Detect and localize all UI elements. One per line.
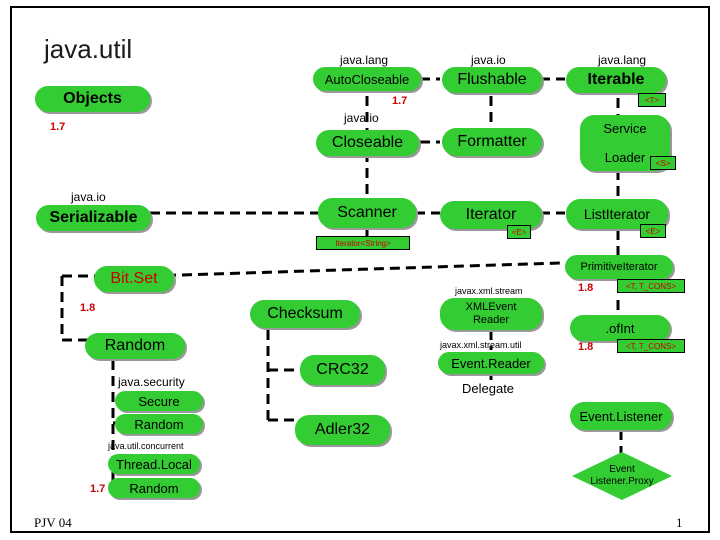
node-iterable: Iterable [566, 67, 666, 93]
generic-scanner-iterator: Iterator<String> [316, 236, 410, 250]
generic-listiterator: <E> [640, 224, 666, 238]
generic-iterator: <E> [507, 225, 531, 239]
node-eventreader: Event.Reader [438, 352, 544, 374]
node-random: Random [85, 333, 185, 359]
generic-primitiveiterator: <T, T_CONS> [617, 279, 685, 293]
page-number: 1 [676, 515, 683, 530]
node-closeable: Closeable [316, 130, 419, 156]
node-adler32: Adler32 [295, 415, 390, 445]
generic-iterable: <T> [638, 93, 666, 107]
node-delegate: Delegate [462, 381, 515, 396]
node-bitset: Bit.Set [94, 266, 174, 292]
version-ofint: 1.8 [578, 341, 594, 353]
package-label-java-io: java.io [71, 190, 106, 204]
node-checksum: Checksum [250, 300, 360, 328]
node-eventlistener: Event.Listener [570, 402, 672, 430]
node-objects: Objects [35, 86, 150, 112]
generic-ofint: <T, T_CONS> [617, 339, 685, 353]
version-objects: 1.7 [50, 121, 66, 133]
node-ofint: .ofInt [570, 315, 670, 341]
package-label-java-io: java.io [344, 111, 379, 125]
service-label: Service [603, 121, 647, 136]
package-label-javax-xml-stream-util: javax.xml.stream.util [440, 340, 522, 350]
package-label-java-util-concurrent: java.util.concurrent [108, 441, 184, 451]
package-label-java-lang: java.lang [598, 53, 647, 67]
page-title: java.util [44, 34, 133, 64]
version-threadlocal-random: 1.7 [90, 483, 106, 495]
version-autocloseable: 1.7 [392, 95, 408, 107]
footer-left: PJV 04 [34, 515, 72, 530]
version-primitiveiterator: 1.8 [578, 282, 594, 294]
node-scanner: Scanner [318, 198, 416, 228]
node-iterator: Iterator [440, 201, 542, 229]
package-label-java-security: java.security [118, 375, 185, 389]
node-threadlocal: Thread.Local [108, 454, 200, 474]
generic-service-loader: <S> [650, 156, 676, 170]
version-bitset: 1.8 [80, 302, 96, 314]
node-serializable: Serializable [36, 205, 151, 231]
node-crc32: CRC32 [300, 355, 385, 385]
node-primitiveiterator: PrimitiveIterator [565, 255, 673, 279]
slide-frame [10, 6, 710, 533]
node-formatter: Formatter [442, 128, 542, 156]
node-xmlevent-reader: XMLEvent Reader [440, 298, 542, 330]
node-secure-random: Random [115, 414, 203, 434]
package-label-java-io: java.io [471, 53, 506, 67]
node-eventlistenerproxy-shape [572, 452, 672, 500]
node-autocloseable: AutoCloseable [313, 67, 421, 91]
node-threadlocal-random: Random [108, 478, 200, 498]
node-secure: Secure [115, 391, 203, 411]
package-label-java-lang: java.lang [340, 53, 389, 67]
loader-label: Loader [604, 150, 646, 165]
package-label-javax-xml-stream: javax.xml.stream [455, 286, 523, 296]
node-eventlistenerproxy: Event Listener.Proxy [590, 464, 654, 487]
node-flushable: Flushable [442, 67, 542, 93]
